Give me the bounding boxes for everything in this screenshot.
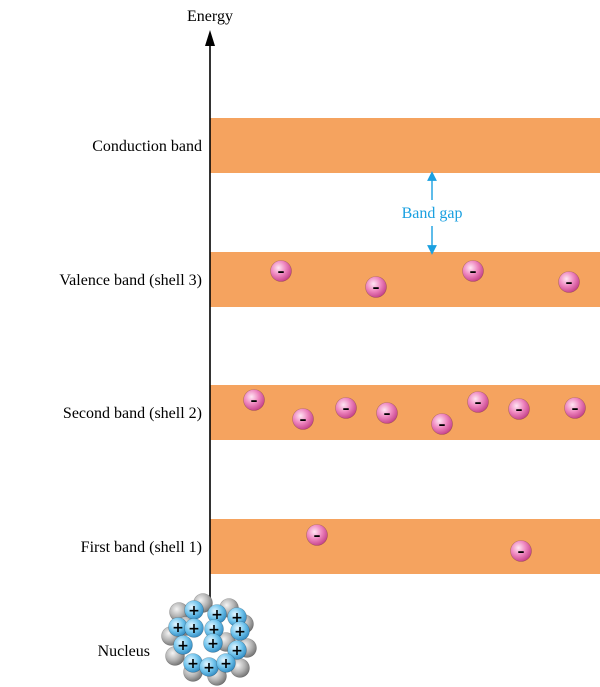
electron: –	[270, 260, 292, 282]
svg-text:+: +	[172, 620, 184, 636]
proton: +	[227, 640, 247, 660]
electron: –	[558, 271, 580, 293]
svg-text:+: +	[203, 660, 215, 676]
proton: +	[183, 653, 203, 673]
svg-text:–: –	[343, 401, 350, 417]
band-gap-indicator: Band gap	[402, 171, 463, 255]
valence-band-label: Valence band (shell 3)	[59, 272, 202, 289]
svg-text:–: –	[373, 280, 380, 296]
electron: –	[510, 540, 532, 562]
proton: +	[184, 600, 204, 620]
second-band	[210, 385, 600, 440]
proton: +	[199, 657, 219, 677]
proton: +	[216, 653, 236, 673]
svg-text:–: –	[439, 417, 446, 433]
electron: –	[431, 413, 453, 435]
electron: –	[376, 402, 398, 424]
svg-text:+: +	[231, 610, 243, 626]
electron: –	[292, 408, 314, 430]
nucleus-label: Nucleus	[98, 643, 150, 660]
svg-text:+: +	[220, 656, 232, 672]
electron: –	[467, 391, 489, 413]
svg-text:–: –	[475, 395, 482, 411]
svg-text:–: –	[300, 412, 307, 428]
svg-text:–: –	[572, 401, 579, 417]
electron: –	[365, 276, 387, 298]
svg-text:+: +	[187, 656, 199, 672]
proton: +	[184, 618, 204, 638]
proton: +	[173, 635, 193, 655]
conduction-band	[210, 118, 600, 173]
electrons-layer: – – – – – – – – – – – – – –	[243, 260, 586, 562]
electron: –	[335, 397, 357, 419]
bands-layer	[210, 118, 600, 574]
valence-band	[210, 252, 600, 307]
svg-text:+: +	[211, 607, 223, 623]
svg-text:+: +	[231, 643, 243, 659]
svg-text:–: –	[251, 393, 258, 409]
nucleus: +++++++++++++	[161, 593, 257, 686]
svg-text:–: –	[314, 528, 321, 544]
svg-text:–: –	[470, 264, 477, 280]
svg-text:+: +	[208, 622, 220, 638]
electron: –	[508, 398, 530, 420]
proton: +	[230, 621, 250, 641]
conduction-band-label: Conduction band	[92, 138, 202, 155]
svg-text:+: +	[188, 621, 200, 637]
first-band	[210, 519, 600, 574]
svg-text:–: –	[384, 406, 391, 422]
svg-text:+: +	[177, 638, 189, 654]
svg-text:–: –	[516, 402, 523, 418]
second-band-label: Second band (shell 2)	[63, 405, 202, 422]
svg-text:+: +	[188, 603, 200, 619]
electron: –	[306, 524, 328, 546]
electron: –	[462, 260, 484, 282]
first-band-label: First band (shell 1)	[81, 539, 202, 556]
svg-text:–: –	[278, 264, 285, 280]
svg-text:–: –	[518, 544, 525, 560]
energy-axis-arrowhead	[205, 30, 215, 46]
svg-text:+: +	[207, 636, 219, 652]
electron: –	[564, 397, 586, 419]
electron: –	[243, 389, 265, 411]
svg-text:–: –	[566, 275, 573, 291]
energy-axis: Energy	[187, 8, 233, 600]
band-labels: Conduction band Valence band (shell 3) S…	[59, 138, 202, 556]
band-gap-label: Band gap	[402, 205, 463, 222]
energy-axis-label: Energy	[187, 8, 233, 25]
proton: +	[203, 633, 223, 653]
svg-text:+: +	[234, 624, 246, 640]
